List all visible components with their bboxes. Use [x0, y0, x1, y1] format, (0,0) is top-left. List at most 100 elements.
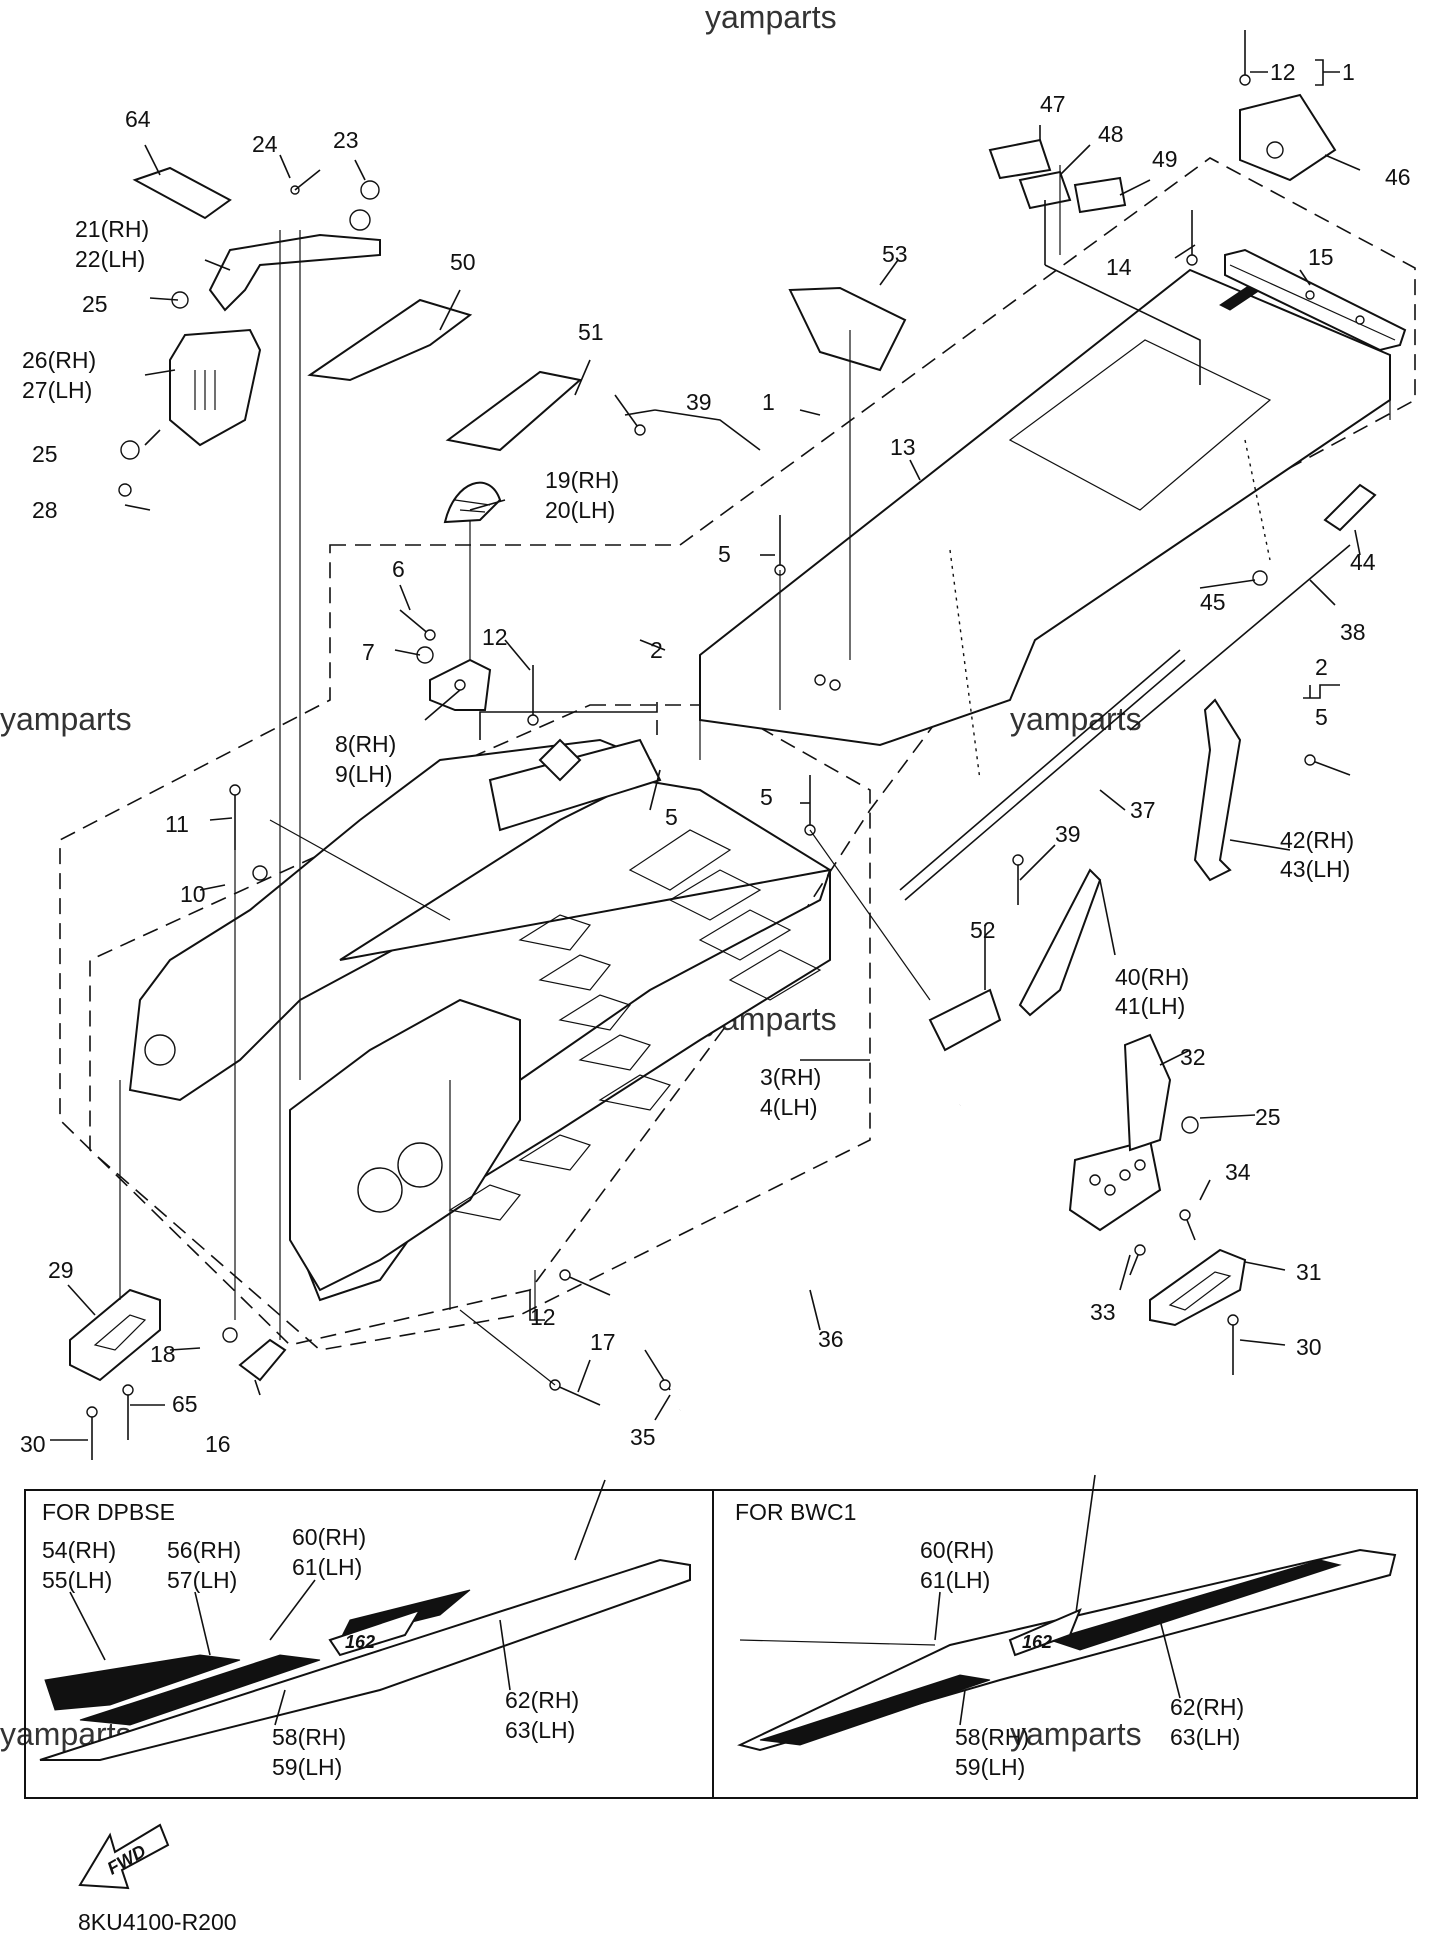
panel-bwc1-label-61: 61(LH): [920, 1567, 990, 1593]
label-34: 34: [1225, 1159, 1251, 1185]
plate-part-31: [1149, 1248, 1247, 1327]
label-50: 50: [450, 249, 476, 275]
label-5-right: 5: [1315, 704, 1328, 730]
panel-dpbse-label-54: 54(RH): [42, 1537, 116, 1563]
panel-bwc1-label-58: 58(RH): [955, 1724, 1029, 1750]
label-51: 51: [578, 319, 604, 345]
label-18: 18: [150, 1341, 176, 1367]
label-37: 37: [1130, 797, 1156, 823]
label-45: 45: [1200, 589, 1226, 615]
label-36: 36: [818, 1326, 844, 1352]
label-10: 10: [180, 881, 206, 907]
panel-bwc1-title: FOR BWC1: [735, 1499, 856, 1525]
label-24: 24: [252, 131, 278, 157]
label-46: 46: [1385, 164, 1411, 190]
label-64: 64: [125, 106, 151, 132]
rail-part-38: [1129, 544, 1351, 731]
panel-dpbse-label-60: 60(RH): [292, 1524, 366, 1550]
panel-dpbse-label-61: 61(LH): [292, 1554, 362, 1580]
label-30-left: 30: [20, 1431, 46, 1457]
label-5-lower: 5: [665, 804, 678, 830]
label-32: 32: [1180, 1044, 1206, 1070]
label-27: 27(LH): [22, 377, 92, 403]
panel-dpbse-label-57: 57(LH): [167, 1567, 237, 1593]
label-31: 31: [1296, 1259, 1322, 1285]
block-part-52: [928, 988, 1002, 1052]
label-6: 6: [392, 556, 405, 582]
fwd-arrow-icon: FWD: [78, 1823, 170, 1890]
pad-part-47: [988, 138, 1052, 180]
label-28: 28: [32, 497, 58, 523]
part-19-20: [443, 481, 502, 524]
label-41: 41(LH): [1115, 993, 1185, 1019]
label-3: 3(RH): [760, 1064, 821, 1090]
pad-part-49: [1073, 176, 1127, 214]
tunnel-part-13: [699, 268, 1391, 760]
label-40: 40(RH): [1115, 964, 1189, 990]
label-39-mid: 39: [1055, 821, 1081, 847]
leader-lines: [50, 59, 1361, 1621]
rail-part-37: [899, 649, 1186, 901]
label-43: 43(LH): [1280, 856, 1350, 882]
label-11: 11: [165, 811, 189, 837]
panel-dpbse-label-55: 55(LH): [42, 1567, 112, 1593]
mount-part-8-9: [429, 658, 492, 711]
bracket-part-26-27: [169, 328, 262, 447]
label-13: 13: [890, 434, 916, 460]
panel-dpbse-label-63: 63(LH): [505, 1717, 575, 1743]
pad-part-53: [788, 286, 907, 372]
bracket-part-21-22: [208, 233, 381, 312]
watermark-panel-right: yamparts: [1010, 1716, 1142, 1752]
group-1-outline: [59, 157, 1416, 1346]
panel-bwc1: FOR BWC1 60(RH) 61(LH) 62(RH) 63(LH) 58(…: [735, 1499, 1397, 1780]
label-44: 44: [1350, 549, 1376, 575]
label-26: 26(RH): [22, 347, 96, 373]
label-29: 29: [48, 1257, 74, 1283]
label-30-right: 30: [1296, 1334, 1322, 1360]
label-5-center: 5: [760, 784, 773, 810]
label-42: 42(RH): [1280, 827, 1354, 853]
panel-dpbse-label-62: 62(RH): [505, 1687, 579, 1713]
label-20: 20(LH): [545, 497, 615, 523]
pad-part-51: [445, 370, 583, 452]
label-53: 53: [882, 241, 908, 267]
label-52: 52: [970, 917, 996, 943]
panel-dpbse-label-59: 59(LH): [272, 1754, 342, 1780]
label-16: 16: [205, 1431, 231, 1457]
bumper-part-36: [673, 1098, 967, 1417]
panel-dpbse-label-56: 56(RH): [167, 1537, 241, 1563]
bracket-part-16: [238, 1338, 287, 1382]
panel-bwc1-label-60: 60(RH): [920, 1537, 994, 1563]
label-35: 35: [630, 1424, 656, 1450]
label-23: 23: [333, 127, 359, 153]
panel-dpbse: FOR DPBSE 54(RH) 55(LH) 56(RH) 57(LH) 60…: [39, 1499, 691, 1780]
label-12-top: 12: [1270, 59, 1296, 85]
plate-part-29: [69, 1288, 161, 1382]
footrest-part-32: [1068, 1033, 1172, 1232]
label-49: 49: [1152, 146, 1178, 172]
panel-bwc1-label-62: 62(RH): [1170, 1694, 1244, 1720]
watermark-top: yamparts: [705, 0, 837, 35]
pad-part-64: [132, 166, 232, 220]
label-25-lower: 25: [32, 441, 58, 467]
bracket-part-46: [1239, 93, 1337, 182]
label-25-upper: 25: [82, 291, 108, 317]
rear-bracket-part-15: [1224, 248, 1407, 352]
label-2-center: 2: [650, 637, 663, 663]
label-1-top: 1: [1342, 59, 1355, 85]
label-2-right: 2: [1315, 654, 1328, 680]
label-5-upper: 5: [718, 541, 731, 567]
label-47: 47: [1040, 91, 1066, 117]
rail-part-42-43: [1193, 698, 1242, 882]
label-12-mid: 12: [482, 624, 508, 650]
panel-bwc1-badge: 162: [1022, 1632, 1052, 1652]
label-8: 8(RH): [335, 731, 396, 757]
label-15: 15: [1308, 244, 1334, 270]
label-7: 7: [362, 639, 375, 665]
label-22: 22(LH): [75, 246, 145, 272]
label-12-low: 12: [530, 1304, 556, 1330]
reflector-part-44: [1323, 483, 1377, 532]
label-4: 4(LH): [760, 1094, 818, 1120]
panel-dpbse-badge: 162: [345, 1632, 375, 1652]
